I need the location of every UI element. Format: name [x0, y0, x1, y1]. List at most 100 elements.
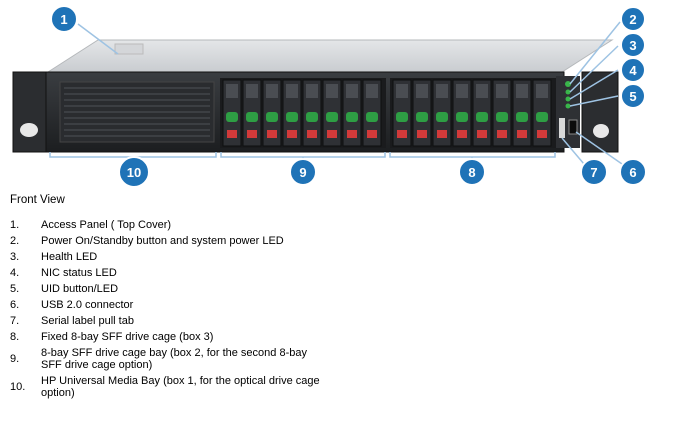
drive-release-latch[interactable]	[326, 112, 338, 122]
svg-text:7: 7	[590, 165, 597, 180]
drive-handle[interactable]	[367, 130, 377, 138]
drive-handle[interactable]	[437, 130, 447, 138]
drive-release-latch[interactable]	[346, 112, 358, 122]
left-rack-ear	[12, 71, 47, 153]
legend-item-number: 5.	[10, 283, 20, 295]
legend-item-text: 8-bay SFF drive cage bay (box 2, for the…	[41, 347, 307, 371]
drive-handle[interactable]	[267, 130, 277, 138]
svg-text:3: 3	[629, 38, 636, 53]
callout-6: 6	[619, 158, 647, 186]
svg-text:9: 9	[299, 165, 306, 180]
drive-release-latch[interactable]	[396, 112, 408, 122]
callout-10: 10	[118, 156, 150, 188]
legend-item-text: Access Panel ( Top Cover)	[41, 219, 172, 231]
sff-drive-bay[interactable]	[392, 79, 412, 147]
sff-drive-bay[interactable]	[262, 79, 282, 147]
health-led	[565, 89, 571, 95]
drive-handle[interactable]	[327, 130, 337, 138]
legend-item: 8.Fixed 8-bay SFF drive cage (box 3)	[10, 331, 350, 343]
drive-handle[interactable]	[307, 130, 317, 138]
legend-item-text: USB 2.0 connector	[41, 299, 134, 311]
svg-text:2: 2	[629, 12, 636, 27]
sff-drive-bay[interactable]	[452, 79, 472, 147]
callout-3: 3	[620, 32, 646, 58]
serial-label-pull-tab[interactable]	[559, 118, 565, 138]
sff-drive-bay[interactable]	[302, 79, 322, 147]
sff-drive-bay[interactable]	[532, 79, 552, 147]
legend-item: 1. Access Panel ( Top Cover)	[10, 219, 350, 231]
drive-handle[interactable]	[537, 130, 547, 138]
legend-item-number: 7.	[10, 315, 20, 327]
drive-release-latch[interactable]	[286, 112, 298, 122]
svg-text:6: 6	[629, 165, 636, 180]
sff-drive-bay[interactable]	[362, 79, 382, 147]
leader-2	[569, 21, 621, 85]
svg-text:8: 8	[468, 165, 475, 180]
legend-item-text: Fixed 8-bay SFF drive cage (box 3)	[41, 331, 214, 343]
drive-handle[interactable]	[477, 130, 487, 138]
callout-1: 1	[50, 5, 78, 33]
drive-handle[interactable]	[287, 130, 297, 138]
drive-handle[interactable]	[397, 130, 407, 138]
server-front-diagram: 1 2 3 4 5 6 7 8 9 10	[12, 5, 647, 188]
drive-release-latch[interactable]	[266, 112, 278, 122]
svg-text:5: 5	[629, 89, 636, 104]
legend-item-text: UID button/LED	[41, 283, 119, 295]
drive-release-latch[interactable]	[306, 112, 318, 122]
legend-item-text: HP Universal Media Bay (box 1, for the o…	[41, 375, 320, 399]
drive-release-latch[interactable]	[476, 112, 488, 122]
drive-handle[interactable]	[517, 130, 527, 138]
sff-drive-bay[interactable]	[492, 79, 512, 147]
legend-item: 3.Health LED	[10, 251, 350, 263]
legend-item: 4. NIC status LED	[10, 267, 350, 279]
legend-item-number: 9.	[10, 353, 20, 365]
drive-release-latch[interactable]	[536, 112, 548, 122]
drive-release-latch[interactable]	[366, 112, 378, 122]
leader-3	[569, 45, 619, 93]
usb-connector[interactable]	[568, 119, 578, 135]
drive-handle[interactable]	[457, 130, 467, 138]
sff-drive-bay[interactable]	[342, 79, 362, 147]
drive-handle[interactable]	[497, 130, 507, 138]
sff-drive-bay[interactable]	[432, 79, 452, 147]
legend-item-number: 10.	[10, 381, 26, 393]
legend-item-number: 1.	[10, 219, 20, 231]
uid-button[interactable]	[565, 103, 571, 109]
drive-release-latch[interactable]	[496, 112, 508, 122]
sff-drive-bay[interactable]	[222, 79, 242, 147]
drive-release-latch[interactable]	[226, 112, 238, 122]
drive-handle[interactable]	[247, 130, 257, 138]
leader-4	[569, 69, 619, 100]
sff-drive-bay[interactable]	[512, 79, 532, 147]
legend-item-number: 4.	[10, 267, 20, 279]
sff-drive-bay[interactable]	[412, 79, 432, 147]
legend-item-text: Serial label pull tab	[41, 315, 134, 327]
drive-handle[interactable]	[227, 130, 237, 138]
legend-item: 5. UID button/LED	[10, 283, 350, 295]
drive-release-latch[interactable]	[456, 112, 468, 122]
drive-release-latch[interactable]	[246, 112, 258, 122]
legend-item: 6. USB 2.0 connector	[10, 299, 350, 311]
sff-drive-bay[interactable]	[472, 79, 492, 147]
drive-handle[interactable]	[347, 130, 357, 138]
callout-7: 7	[580, 158, 608, 186]
sff-drive-bay[interactable]	[322, 79, 342, 147]
sff-drive-bay[interactable]	[242, 79, 262, 147]
legend-title: Front View	[10, 194, 65, 206]
callout-8: 8	[458, 158, 486, 186]
legend-item: 7. Serial label pull tab	[10, 315, 350, 327]
drive-release-latch[interactable]	[516, 112, 528, 122]
right-rack-ear	[581, 71, 619, 153]
legend-item-number: 6.	[10, 299, 20, 311]
power-button[interactable]	[565, 81, 571, 87]
legend-item-number: 2.	[10, 235, 20, 247]
legend-item-text: NIC status LED	[41, 267, 117, 279]
nic-status-led	[565, 96, 571, 102]
sff-drive-bay[interactable]	[282, 79, 302, 147]
legend-item: 10. HP Universal Media Bay (box 1, for th…	[10, 375, 350, 399]
leader-5	[569, 95, 619, 107]
drive-release-latch[interactable]	[416, 112, 428, 122]
leader-7	[561, 137, 585, 165]
drive-handle[interactable]	[417, 130, 427, 138]
drive-release-latch[interactable]	[436, 112, 448, 122]
